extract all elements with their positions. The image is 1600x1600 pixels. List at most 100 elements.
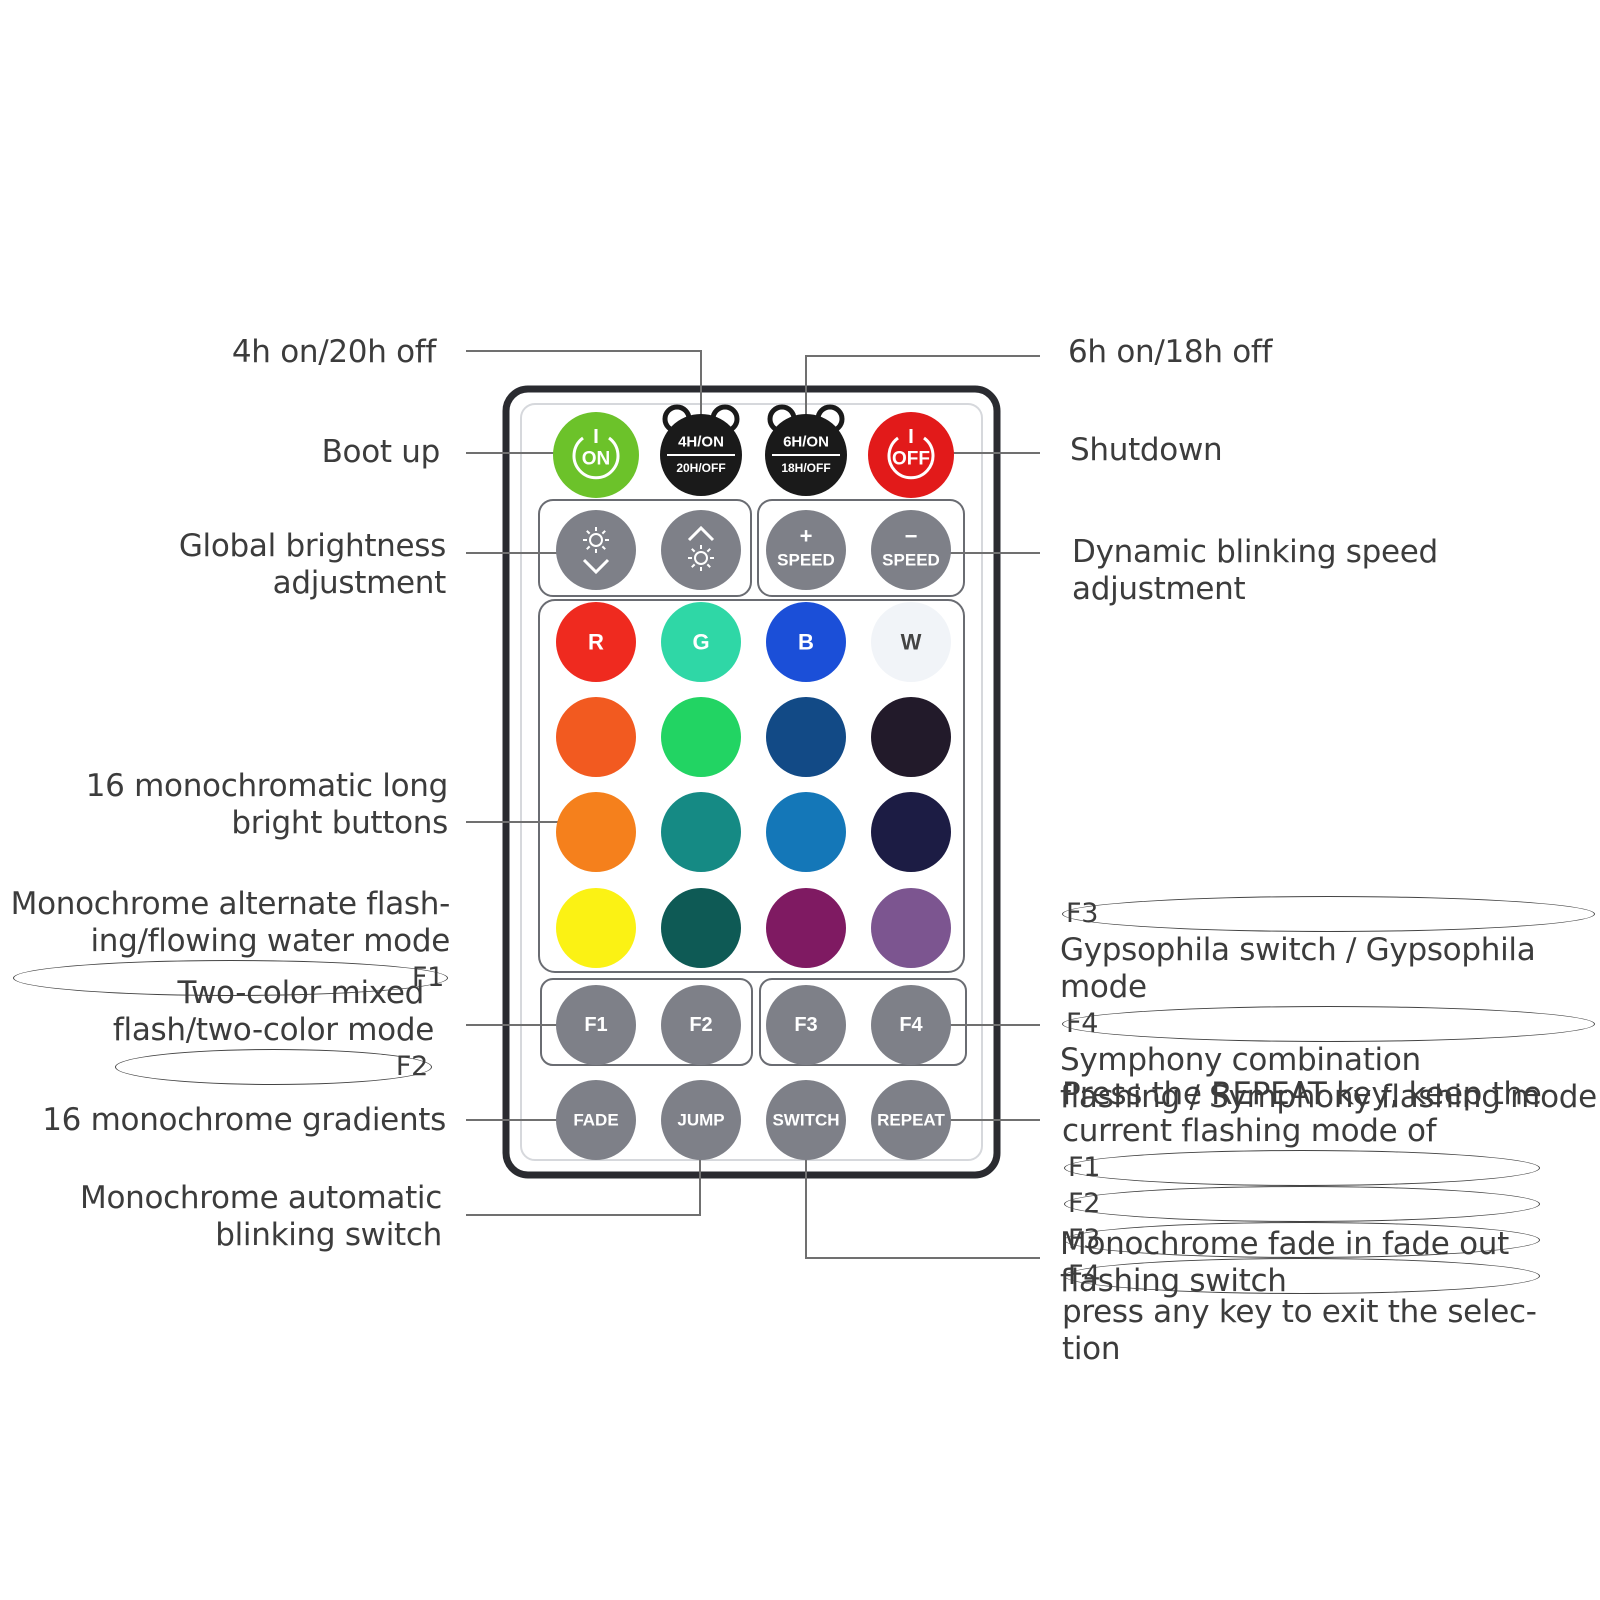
- label-timer-6h: 6h on/18h off: [1068, 334, 1273, 370]
- color-button[interactable]: [661, 888, 741, 968]
- f2-button[interactable]: F2: [661, 985, 741, 1065]
- button-face: [871, 1080, 951, 1160]
- fade-button[interactable]: FADE: [556, 1080, 636, 1160]
- sun-core: [694, 551, 708, 565]
- power-icon: [572, 436, 620, 480]
- color-button[interactable]: [871, 792, 951, 872]
- color-button[interactable]: [766, 792, 846, 872]
- label-boot-up: Boot up: [321, 434, 441, 470]
- speed-group-frame: [757, 499, 965, 597]
- label-mono16: 16 monochromatic long bright buttons: [85, 768, 449, 841]
- timer-off-label: 18H/OFF: [781, 461, 830, 475]
- power-button-face: [868, 412, 954, 498]
- sun-up-icon: [687, 525, 715, 571]
- button-face: [871, 510, 951, 590]
- f12-group-frame: [540, 978, 753, 1066]
- timer-6h-button[interactable]: 6H/ON 18H/OFF: [765, 404, 847, 496]
- color-button[interactable]: B: [766, 602, 846, 682]
- speed-down-button[interactable]: −SPEED: [871, 510, 951, 590]
- f3-button[interactable]: F3: [766, 985, 846, 1065]
- f4-tag: F4: [1062, 1006, 1595, 1042]
- color-swatch: [661, 697, 741, 777]
- color-button[interactable]: [556, 792, 636, 872]
- leader-6h: [805, 355, 1040, 415]
- color-swatch: [556, 697, 636, 777]
- brightness-group-frame: [538, 499, 752, 597]
- label-shutdown: Shutdown: [1070, 432, 1223, 468]
- power-icon: [887, 436, 935, 480]
- color-swatch: [556, 792, 636, 872]
- color-swatch: [871, 888, 951, 968]
- label-brightness: Global brightness adjustment: [178, 528, 446, 601]
- button-label: JUMP: [677, 1111, 724, 1130]
- color-label: B: [798, 630, 814, 655]
- f34-group-frame: [759, 978, 967, 1066]
- speed-up-button[interactable]: +SPEED: [766, 510, 846, 590]
- color-swatch: [766, 602, 846, 682]
- color-button[interactable]: [661, 792, 741, 872]
- timer-on-label: 4H/ON: [678, 434, 724, 451]
- sun-ray: [706, 563, 711, 568]
- color-button[interactable]: G: [661, 602, 741, 682]
- f3-tag: F3: [1062, 896, 1595, 932]
- sun-ray: [691, 563, 696, 568]
- label-fade-switch: Monochrome fade in fade out flashing swi…: [1060, 1226, 1509, 1299]
- f4-button[interactable]: F4: [871, 985, 951, 1065]
- power-label: ON: [582, 449, 611, 470]
- brightness-down-button[interactable]: [556, 510, 636, 590]
- button-face: [556, 1080, 636, 1160]
- color-label: G: [692, 630, 709, 655]
- sun-ray: [706, 548, 711, 553]
- sun-ray: [601, 545, 606, 550]
- color-button[interactable]: R: [556, 602, 636, 682]
- arrow-down-icon: [582, 558, 610, 575]
- color-button[interactable]: [871, 697, 951, 777]
- color-button[interactable]: [766, 888, 846, 968]
- color-button[interactable]: [556, 888, 636, 968]
- power-label: OFF: [892, 449, 930, 470]
- timer-on-label: 6H/ON: [783, 434, 829, 451]
- button-face: [766, 985, 846, 1065]
- color-swatch: [556, 602, 636, 682]
- off-button[interactable]: OFF: [868, 412, 954, 498]
- button-face: [556, 985, 636, 1065]
- repeat-button[interactable]: REPEAT: [871, 1080, 951, 1160]
- sun-ray: [601, 530, 606, 535]
- color-button[interactable]: [766, 697, 846, 777]
- power-button-face: [553, 412, 639, 498]
- label-f3-f4: F3 Gypsophila switch / Gypsophila mode F…: [1060, 896, 1597, 1115]
- label-speed: Dynamic blinking speed adjustment: [1072, 534, 1438, 607]
- color-swatch: [871, 792, 951, 872]
- leader-switch: [805, 1158, 1040, 1259]
- leader-4h: [466, 350, 702, 415]
- color-button[interactable]: W: [871, 602, 951, 682]
- on-button[interactable]: ON: [553, 412, 639, 498]
- f1-button[interactable]: F1: [556, 985, 636, 1065]
- sun-core: [589, 533, 603, 547]
- label-gradients: 16 monochrome gradients: [42, 1102, 446, 1138]
- color-button[interactable]: [556, 697, 636, 777]
- button-label: F3: [794, 1014, 817, 1036]
- button-label: FADE: [573, 1111, 618, 1130]
- color-label: W: [901, 630, 922, 655]
- color-label: R: [588, 630, 604, 655]
- button-face: [871, 985, 951, 1065]
- color-button[interactable]: [871, 888, 951, 968]
- speed-label: SPEED: [777, 551, 835, 570]
- button-face: [766, 510, 846, 590]
- speed-label: SPEED: [882, 551, 940, 570]
- color-swatch: [661, 888, 741, 968]
- label-f2: Two-color mixed flash/two-color mode F2: [113, 975, 434, 1085]
- button-label: SWITCH: [772, 1111, 839, 1130]
- color-swatch: [766, 697, 846, 777]
- brightness-up-button[interactable]: [661, 510, 741, 590]
- button-label: F4: [899, 1014, 923, 1036]
- arrow-up-icon: [687, 525, 715, 542]
- label-f1: Monochrome alternate flash- ing/flowing …: [11, 886, 450, 996]
- color-swatch: [871, 697, 951, 777]
- switch-button[interactable]: SWITCH: [766, 1080, 846, 1160]
- jump-button[interactable]: JUMP: [661, 1080, 741, 1160]
- color-button[interactable]: [661, 697, 741, 777]
